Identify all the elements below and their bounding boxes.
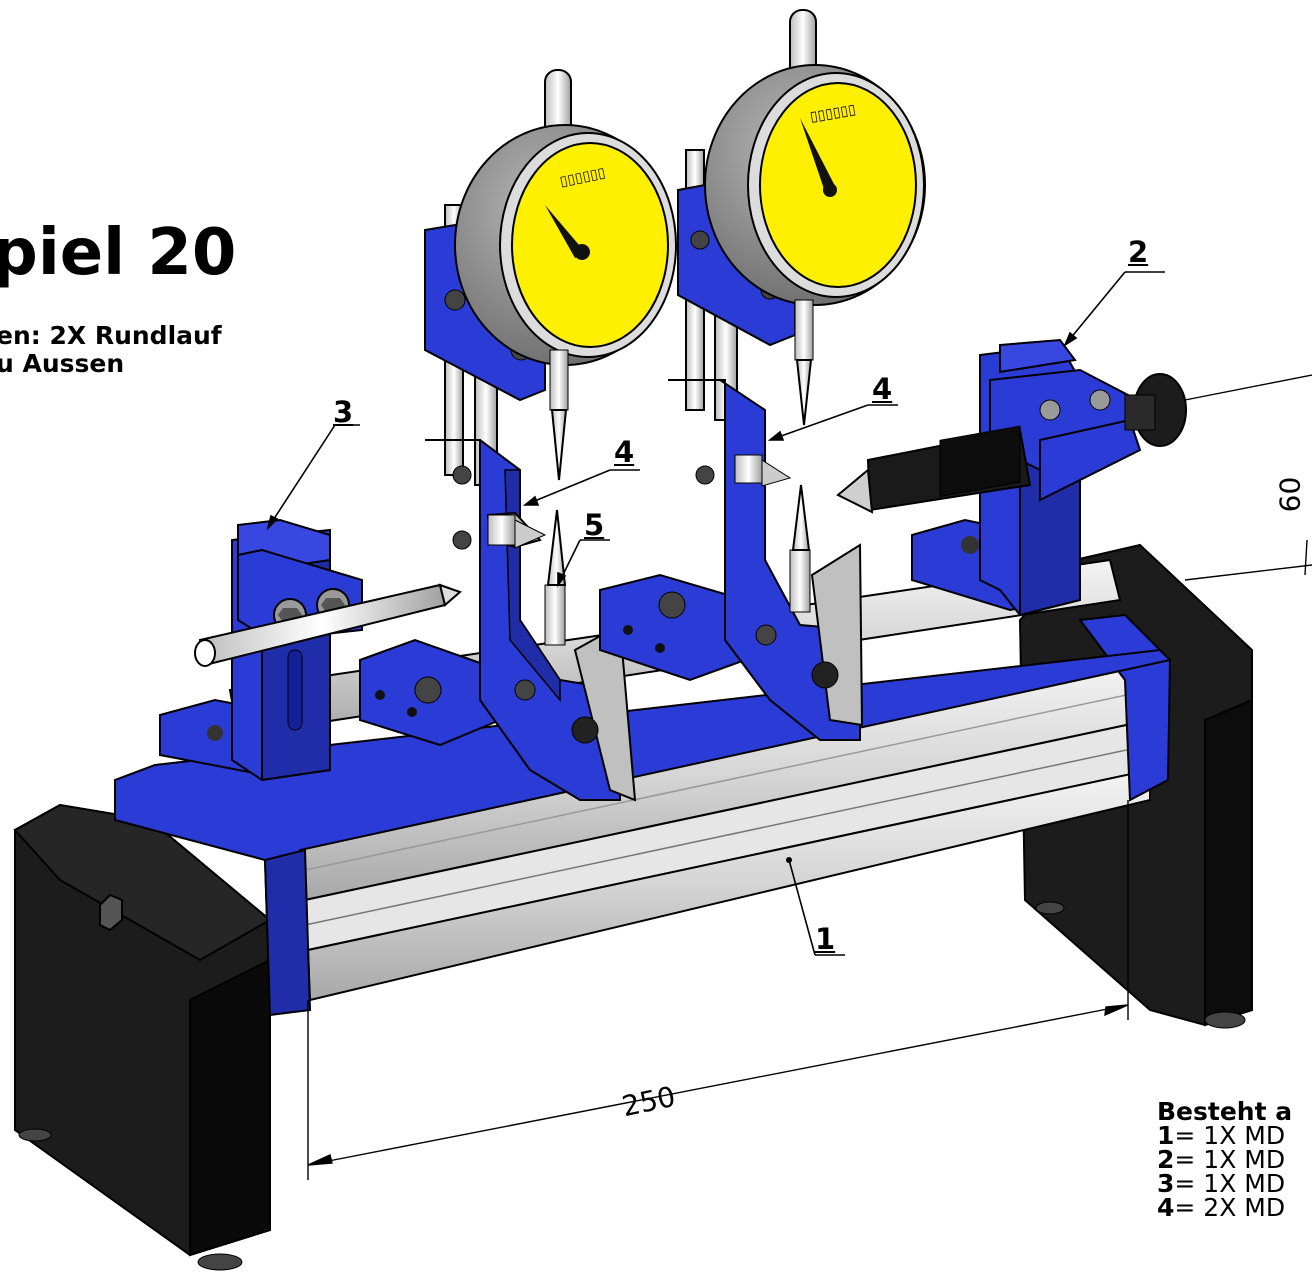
subtitle: en: 2X Rundlauf u Aussen	[0, 322, 222, 378]
dial-indicator-middle: ▯▯▯▯▯▯	[704, 9, 926, 426]
subtitle-line-2: u Aussen	[0, 349, 125, 378]
subtitle-line-1: en: 2X Rundlauf	[0, 321, 222, 350]
legend-item: 3= 1X MD	[1157, 1169, 1292, 1198]
dimension-60	[1184, 374, 1312, 581]
legend-item-text: = 1X MD	[1174, 1169, 1286, 1198]
svg-text:▯▯▯▯▯▯: ▯▯▯▯▯▯	[809, 102, 857, 126]
legend-item-number: 3	[1157, 1169, 1175, 1198]
legend-item-number: 2	[1157, 1145, 1175, 1174]
dimension-60-label: 60	[1273, 476, 1307, 513]
legend-item-number: 1	[1157, 1121, 1175, 1150]
callout-3: 3	[333, 395, 354, 429]
callout-2: 2	[1128, 235, 1149, 269]
tailstock-2	[836, 338, 1187, 617]
callout-5: 5	[584, 508, 605, 542]
leader-lines	[266, 271, 1165, 956]
legend-item-text: = 1X MD	[1174, 1121, 1286, 1150]
legend-heading: Besteht a	[1157, 1097, 1293, 1126]
legend-item: 2= 1X MD	[1157, 1145, 1292, 1174]
left-end-plate	[114, 648, 1173, 1017]
dial-indicator-left: ▯▯▯▯▯▯	[454, 69, 677, 481]
page-title: piel 20	[0, 216, 237, 290]
callout-1: 1	[815, 922, 836, 956]
dimension-250	[307, 800, 1129, 1180]
legend-item-text: = 2X MD	[1174, 1193, 1286, 1222]
callout-4-middle: 4	[872, 372, 893, 406]
legend-item: 4= 2X MD	[1157, 1193, 1292, 1222]
tailstock-3	[159, 518, 462, 782]
callout-4-left: 4	[614, 435, 635, 469]
parts-legend: Besteht a 1= 1X MD 2= 1X MD 3= 1X MD 4= …	[1157, 1097, 1293, 1222]
legend-item-text: = 1X MD	[1174, 1145, 1286, 1174]
left-foot	[13, 803, 272, 1271]
legend-item-number: 4	[1157, 1193, 1175, 1222]
legend-item: 1= 1X MD	[1157, 1121, 1292, 1150]
